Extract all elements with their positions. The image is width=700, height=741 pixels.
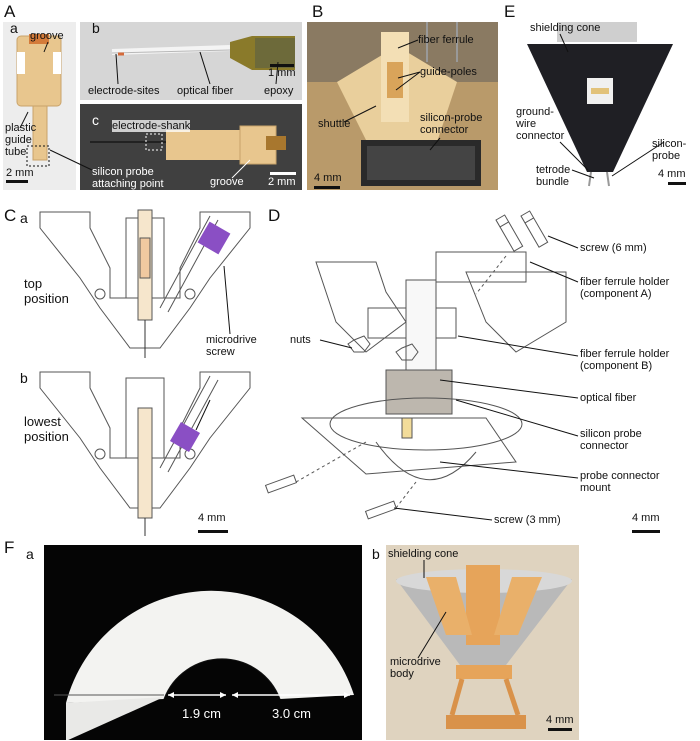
sub-letter-f-a: a [26,546,34,562]
panel-e-leader-lines [559,33,665,179]
label-shielding-cone-f: shielding cone [388,548,459,560]
assembled-microdrive-drawing [386,545,579,740]
scale-bar-a-b [270,64,294,67]
label-dim-3-0cm: 3.0 cm [272,706,312,721]
scale-label-b: 4 mm [314,172,342,184]
scale-bar-b [314,186,340,189]
label-shuttle: shuttle [318,118,351,130]
sub-letter-c-a: a [20,210,28,226]
label-optical-fiber-d: optical fiber [580,392,637,404]
panel-b-leader-lines [343,39,441,151]
label-holder-component-b: fiber ferrule holder (component B) [580,348,670,372]
label-epoxy: epoxy [264,85,294,97]
label-plastic-guide-tube: plastic guide tube [5,122,37,158]
scale-bar-a-c [270,172,296,175]
nut-2 [395,343,419,361]
panel-letter-f: F [4,538,15,557]
photo-e [503,22,697,190]
label-ground-wire-connector: ground- wire connector [516,106,565,142]
scale-label-d: 4 mm [632,512,660,524]
shielding-cone-drawing [527,22,673,187]
label-top-position: top position [24,276,69,306]
panel-letter-b: B [312,2,324,21]
scale-label-c: 4 mm [198,512,226,524]
microdrive-lowest-position [39,371,251,536]
label-electrode-sites: electrode-sites [88,85,160,97]
label-holder-component-a: fiber ferrule holder (component A) [580,276,670,300]
connector-photo-drawing [307,22,498,190]
sub-letter-a-a: a [10,20,18,36]
sub-letter-f-b: b [372,546,380,562]
panel-letter-a: A [4,2,16,21]
photo-a-b [80,22,302,100]
label-shielding-cone-e: shielding cone [530,22,601,34]
panel-letter-e: E [504,2,516,21]
label-microdrive-screw: microdrive screw [206,334,257,358]
label-lowest-position: lowest position [24,414,69,444]
sub-letter-a-c: c [92,112,99,128]
scale-bar-f [548,728,572,731]
scale-label-f: 4 mm [546,714,574,726]
panel-d-exploded-drawing [264,210,567,520]
photo-a-a [3,22,76,190]
sub-letter-c-b: b [20,370,28,386]
label-probe-attaching-point: silicon probe attaching point [92,166,164,190]
microdrive-screw-bottom [169,421,201,453]
label-electrode-shank: electrode-shank [112,120,191,132]
label-screw-3mm: screw (3 mm) [494,514,561,526]
label-guide-poles: guide-poles [420,66,477,78]
scale-bar-a-a [6,180,28,183]
cone-template-drawing [54,590,354,740]
photo-a-c [80,104,302,190]
label-silicon-probe-connector-d: silicon probe connector [580,428,642,452]
scale-label-a-a: 2 mm [6,167,34,179]
photo-b [307,22,498,190]
label-groove-a: groove [30,30,64,42]
photo-f-b [386,545,579,740]
sub-letter-a-b: b [92,20,100,36]
label-silicon-probe-connector-b: silicon-probe connector [420,112,483,136]
label-nuts: nuts [290,334,311,346]
label-optical-fiber-a: optical fiber [177,85,234,97]
photo-f-a [44,545,362,740]
scale-label-a-b: 1 mm [268,67,296,79]
screw-6mm [495,214,524,252]
nut-1 [347,335,371,353]
panel-c-drawing [39,209,251,536]
panel-letter-d: D [268,206,281,225]
panel-a-leader-lines [19,41,279,179]
scale-bar-c [198,530,228,533]
panel-letter-c: C [4,206,17,225]
microdrive-screw-top [197,221,231,255]
label-fiber-ferrule: fiber ferrule [418,34,474,46]
label-microdrive-body: microdrive body [390,656,441,680]
optical-fiber-drawing [80,22,302,100]
scale-bar-d [632,530,660,533]
label-screw-6mm: screw (6 mm) [580,242,647,254]
electrode-shank-drawing [80,104,302,190]
scale-label-a-c: 2 mm [268,176,296,188]
scale-label-e: 4 mm [658,168,686,180]
microdrive-tube-drawing [16,34,62,167]
label-tetrode-bundle: tetrode bundle [536,164,571,188]
scale-bar-e [668,182,686,185]
label-probe-connector-mount: probe connector mount [580,470,660,494]
label-silicon-probe-e: silicon- probe [652,138,687,162]
label-groove-c: groove [210,176,244,188]
label-dim-1-9cm: 1.9 cm [182,706,222,721]
